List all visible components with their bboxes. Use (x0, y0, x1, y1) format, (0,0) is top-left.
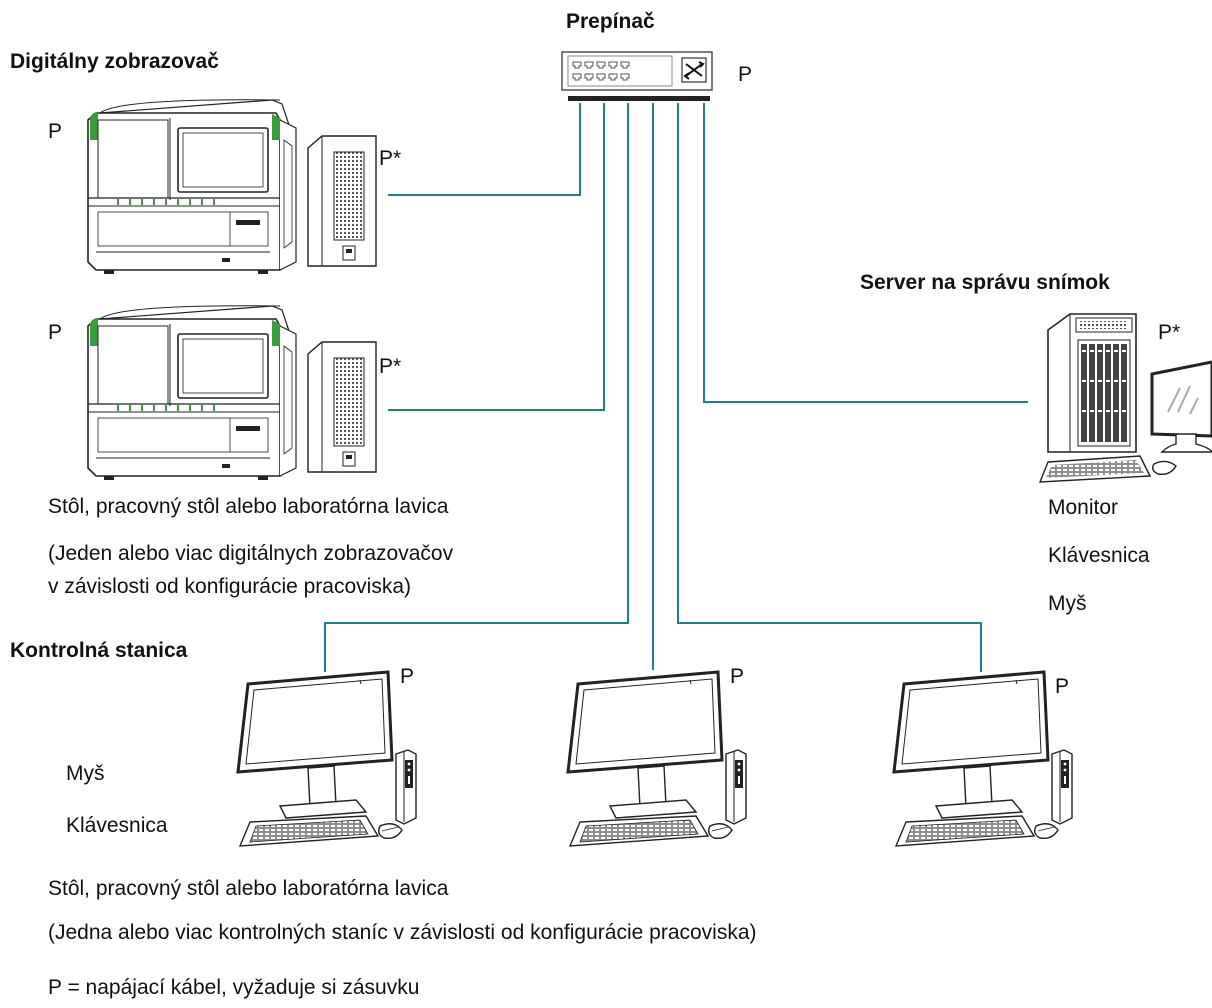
workstation-2-power-label: P (730, 665, 745, 688)
switch-base (568, 96, 710, 101)
power-legend: P = napájací kábel, vyžaduje si zásuvku (48, 976, 420, 999)
imager-1-pc-power-label: P* (379, 147, 402, 170)
network-switch (561, 51, 713, 101)
review-config-note: (Jedna alebo viac kontrolných staníc v z… (48, 921, 757, 944)
digital-imager-1 (87, 98, 377, 275)
screen-glare-icon (1167, 385, 1199, 415)
imager-1-power-label: P (48, 120, 63, 143)
imager-config-note-line-1: (Jeden alebo viac digitálnych zobrazovač… (48, 542, 454, 565)
workstation-3 (892, 670, 1074, 848)
server-keyboard-label: Klávesnica (1048, 544, 1150, 567)
server-monitor-label: Monitor (1048, 496, 1119, 519)
cable-workstation-3 (677, 103, 982, 672)
imager-table-label: Stôl, pracovný stôl alebo laboratórna la… (48, 495, 449, 518)
cable-imager-2 (388, 103, 605, 411)
workstation-1 (236, 670, 418, 848)
switch-title: Prepínač (566, 10, 655, 33)
imager-2-power-label: P (48, 321, 63, 344)
imager-2-pc-power-label: P* (379, 355, 402, 378)
switch-power-label: P (738, 63, 753, 86)
server-power-label: P* (1158, 321, 1181, 344)
cable-server (703, 103, 1028, 403)
digital-imager-title: Digitálny zobrazovač (10, 50, 219, 73)
workstation-2 (566, 670, 748, 848)
server-title: Server na správu snímok (860, 271, 1110, 294)
digital-imager-2 (87, 304, 377, 481)
cable-workstation-1 (324, 103, 629, 672)
review-keyboard-label: Klávesnica (66, 814, 168, 837)
imager-config-note-line-2: v závislosti od konfigurácie pracoviska) (48, 575, 411, 598)
cable-imager-1 (388, 103, 581, 196)
switch-ports-icon (572, 61, 630, 81)
review-mouse-label: Myš (66, 762, 105, 785)
workstation-1-power-label: P (400, 665, 415, 688)
review-table-label: Stôl, pracovný stôl alebo laboratórna la… (48, 877, 449, 900)
review-station-title: Kontrolná stanica (10, 639, 188, 662)
workstation-3-power-label: P (1055, 675, 1070, 698)
server-mouse-label: Myš (1048, 592, 1087, 615)
network-cables (324, 103, 1028, 672)
switch-crossover-icon (683, 61, 705, 80)
image-management-server (1038, 313, 1212, 483)
server-mouse (1151, 460, 1177, 476)
server-monitor (1150, 360, 1212, 438)
